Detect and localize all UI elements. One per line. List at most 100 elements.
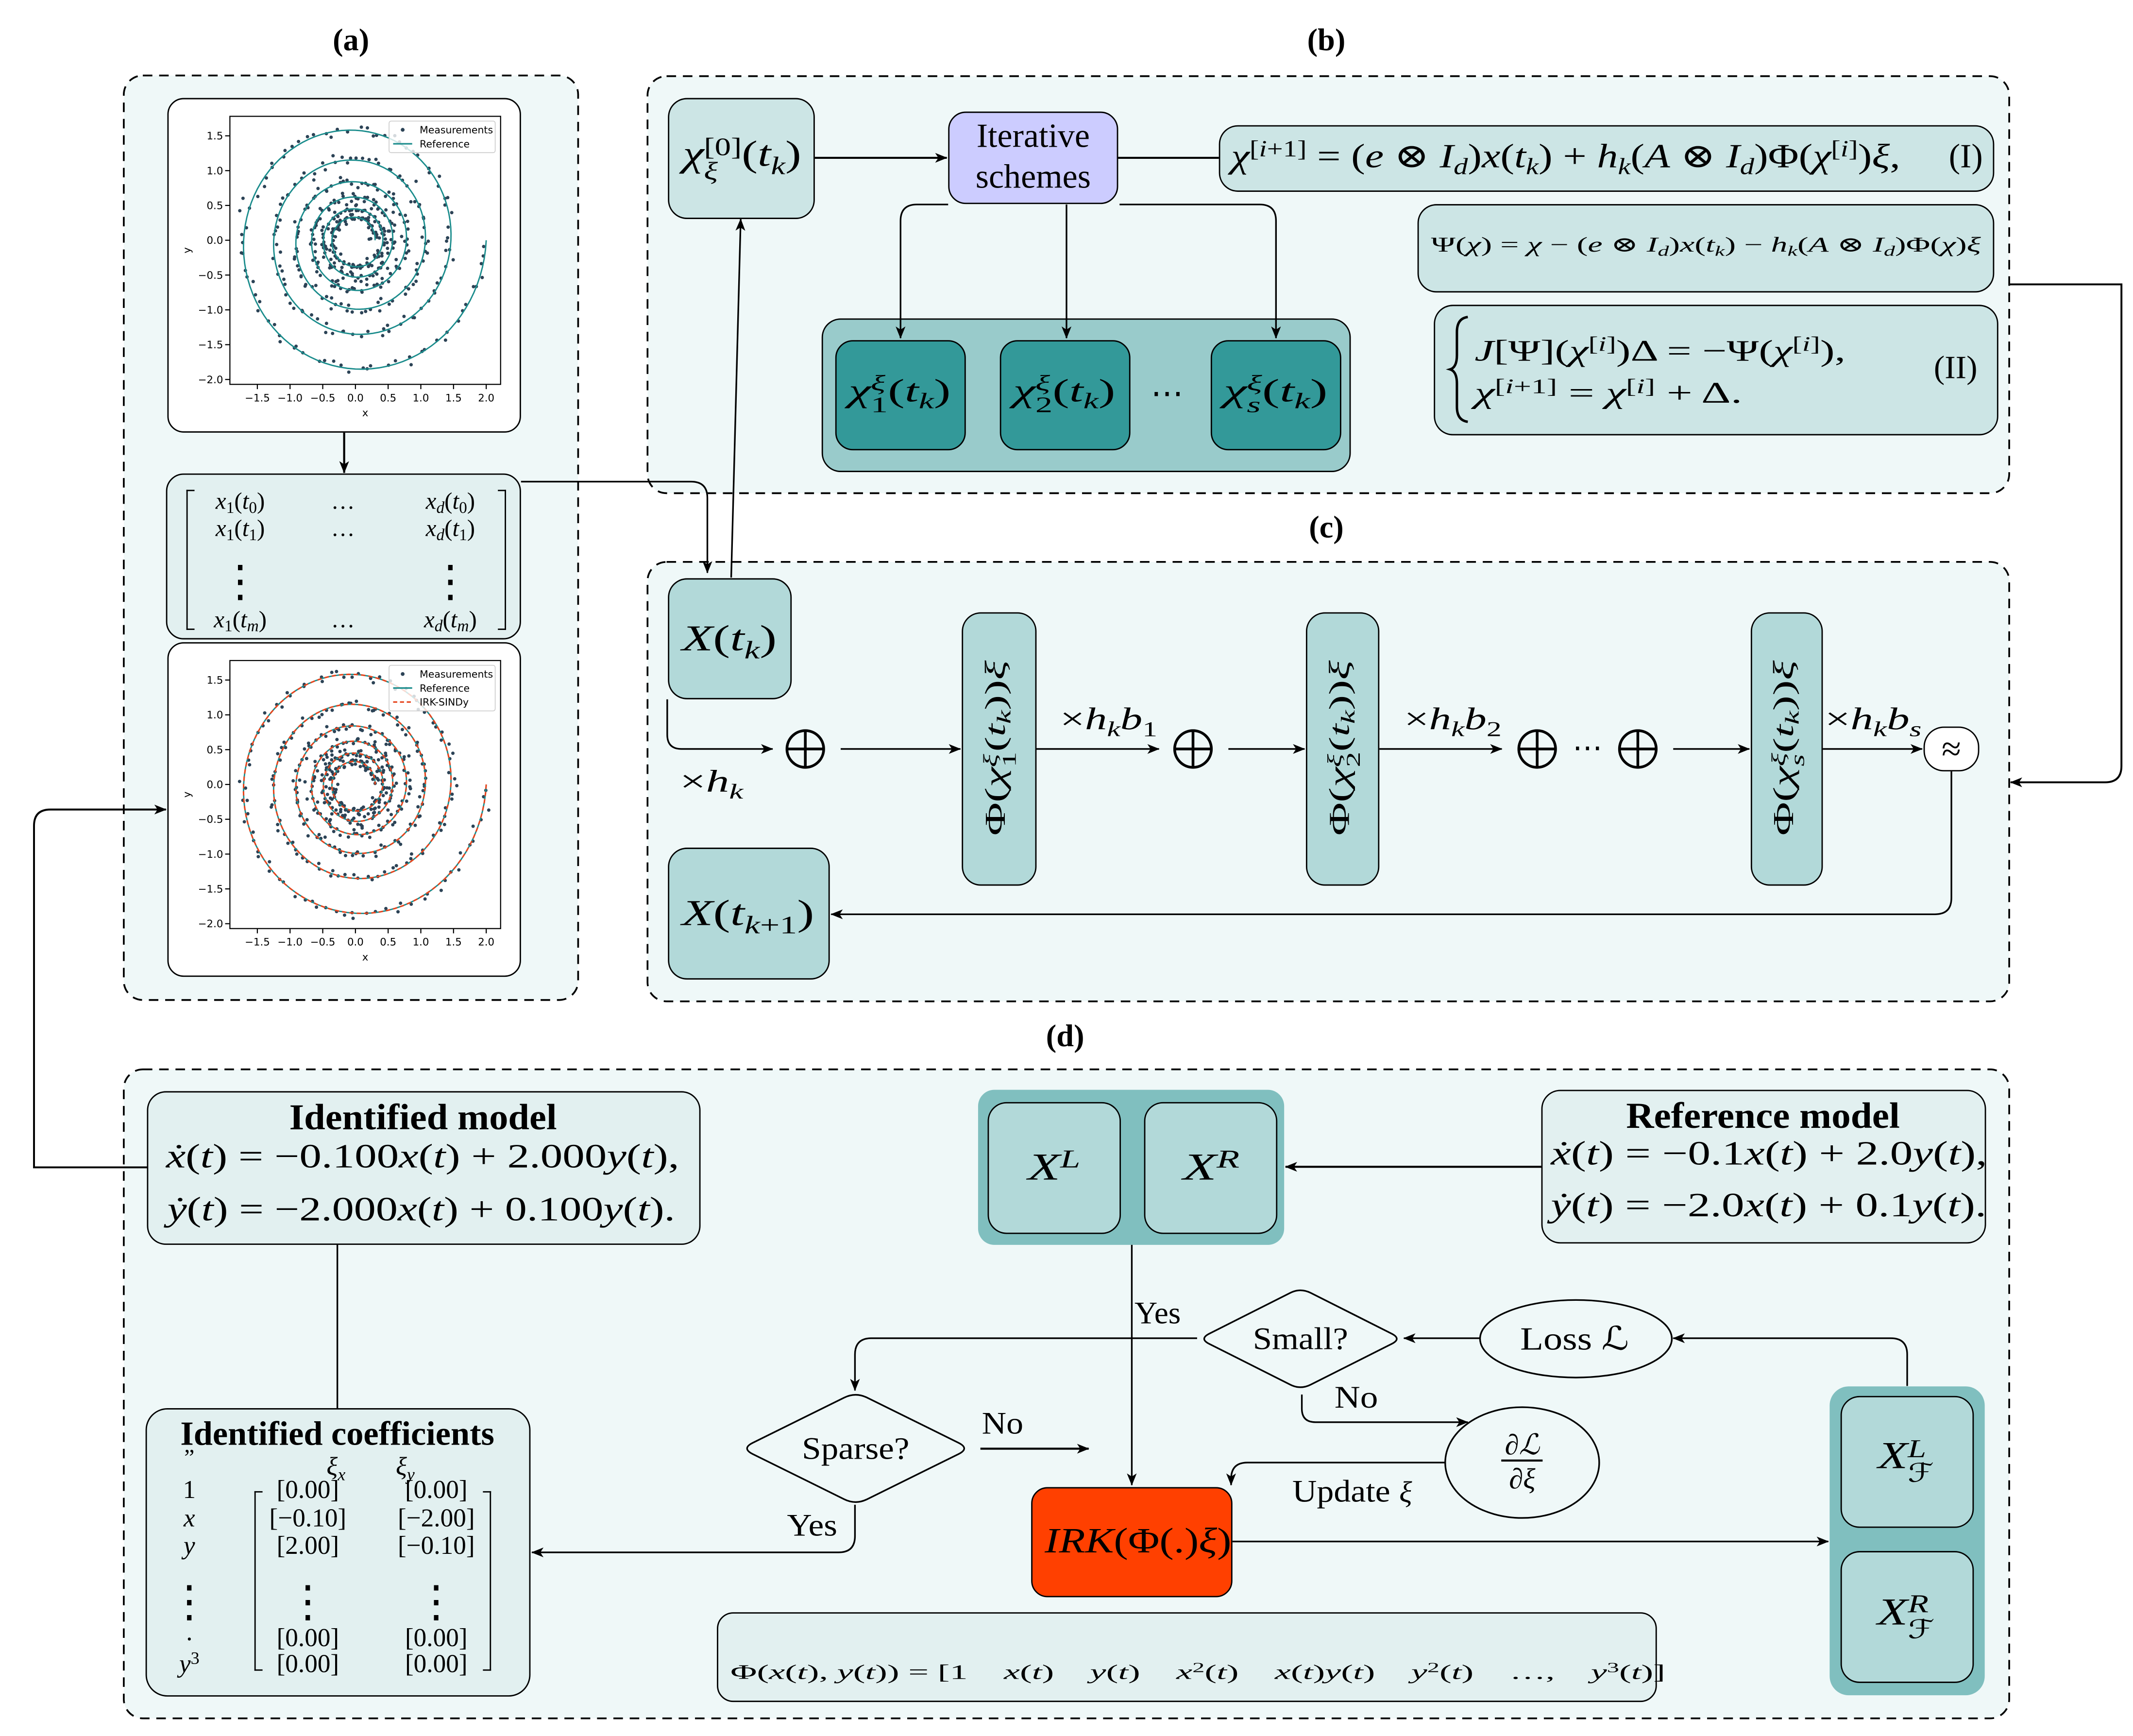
measurement-point [323,762,327,766]
measurement-point [379,285,383,289]
measurement-point [297,139,301,143]
measurement-point [482,244,486,248]
y-tick-label: 0.5 [207,200,223,212]
measurement-point [391,823,395,827]
measurement-point [423,710,426,714]
measurement-point [383,237,387,241]
x-axis-label: x [362,952,369,964]
measurement-point [383,229,387,233]
measurement-point [345,309,349,313]
coefficient-value: [2.00] [276,1532,339,1561]
measurement-point [291,779,295,783]
measurement-point [354,279,357,283]
measurement-point [282,277,286,281]
measurement-point [352,873,356,877]
measurement-point [355,699,358,703]
measurement-point [371,274,375,278]
measurement-point [372,253,376,257]
measurement-point [438,821,441,825]
measurement-point [402,755,406,759]
measurement-point [386,808,390,812]
measurement-point [343,748,347,752]
measurement-point [263,185,267,188]
newton-iteration-box: J[Ψ](χ[i])Δ = −Ψ(χ[i]), χ[i+1] = χ[i] + … [1434,305,1998,436]
measurement-point [376,207,380,211]
row-label: x [184,1504,195,1533]
measurement-point [330,749,334,753]
plot-axes-frame [229,116,501,385]
measurement-point [408,778,412,782]
row-label: y [184,1532,195,1561]
plot-axes-frame [229,660,501,929]
measurement-point [312,178,316,182]
measurement-point [407,792,411,796]
measurement-point [350,763,354,766]
measurement-point [399,902,403,905]
y-tick-label: −1.0 [198,849,223,861]
coefficient-value: [0.00] [276,1650,339,1679]
residual-function-box: Ψ(χ) = χ − (e ⊗ Id)x(tk) − hk(A ⊗ Id)Φ(χ… [1417,204,1995,293]
x-tick-label: −1.5 [245,936,270,949]
measurement-point [357,749,361,753]
coefficient-value: [−2.00] [397,1504,475,1533]
measurement-point [417,815,421,818]
measurement-point [334,246,338,250]
measurement-point [338,834,342,837]
measurement-point [356,812,360,816]
measurement-point [378,675,382,679]
measurement-point [344,222,348,226]
measurement-point [303,780,307,784]
measurement-point [317,862,321,866]
measurement-point [325,755,329,759]
measurement-point [372,743,376,747]
measurement-point [263,711,267,715]
measurement-point [458,851,462,855]
measurement-point [388,786,391,790]
x-tick-label: 1.5 [445,392,462,404]
measurement-point [384,791,388,795]
measurement-point [254,293,257,297]
measurement-point [311,133,315,136]
panel-label-a: (a) [333,23,370,57]
legend-frame [389,664,496,712]
measurement-point [373,220,377,223]
measurement-point [251,830,255,834]
measurement-point [438,174,441,178]
measurement-point [324,322,328,325]
measurement-point [348,821,352,825]
measurement-point [359,125,363,129]
measurement-point [372,811,376,815]
coefficient-value: [0.00] [405,1476,468,1505]
left-snapshot: XL [1028,1145,1081,1189]
measurement-point [324,817,328,821]
measurement-point [351,213,355,217]
current-state: X(tk) [681,617,777,664]
measurement-point [380,276,384,280]
measurement-point [367,708,371,712]
measurement-point [299,275,303,279]
measurement-point [240,233,244,237]
measurement-point [270,161,274,165]
measurement-point [409,363,413,367]
equation-tag-I: (I) [1948,138,1983,175]
measurement-point [389,813,393,817]
measurement-point [446,225,450,229]
measurement-point [370,773,373,777]
measurement-point [414,279,418,283]
measurement-point [330,670,334,674]
measurement-point [397,840,401,844]
panel-label-b: (b) [1307,23,1346,57]
measurement-point [320,228,324,232]
measurement-point [366,329,370,333]
measurement-point [356,822,360,826]
measurement-point [450,792,454,796]
measurement-point [293,220,297,224]
measurement-point [346,130,350,134]
measurement-point [323,835,327,839]
measurement-point [360,729,364,732]
measurement-point [388,229,391,233]
measurement-point [361,854,365,858]
measurement-point [383,870,387,874]
